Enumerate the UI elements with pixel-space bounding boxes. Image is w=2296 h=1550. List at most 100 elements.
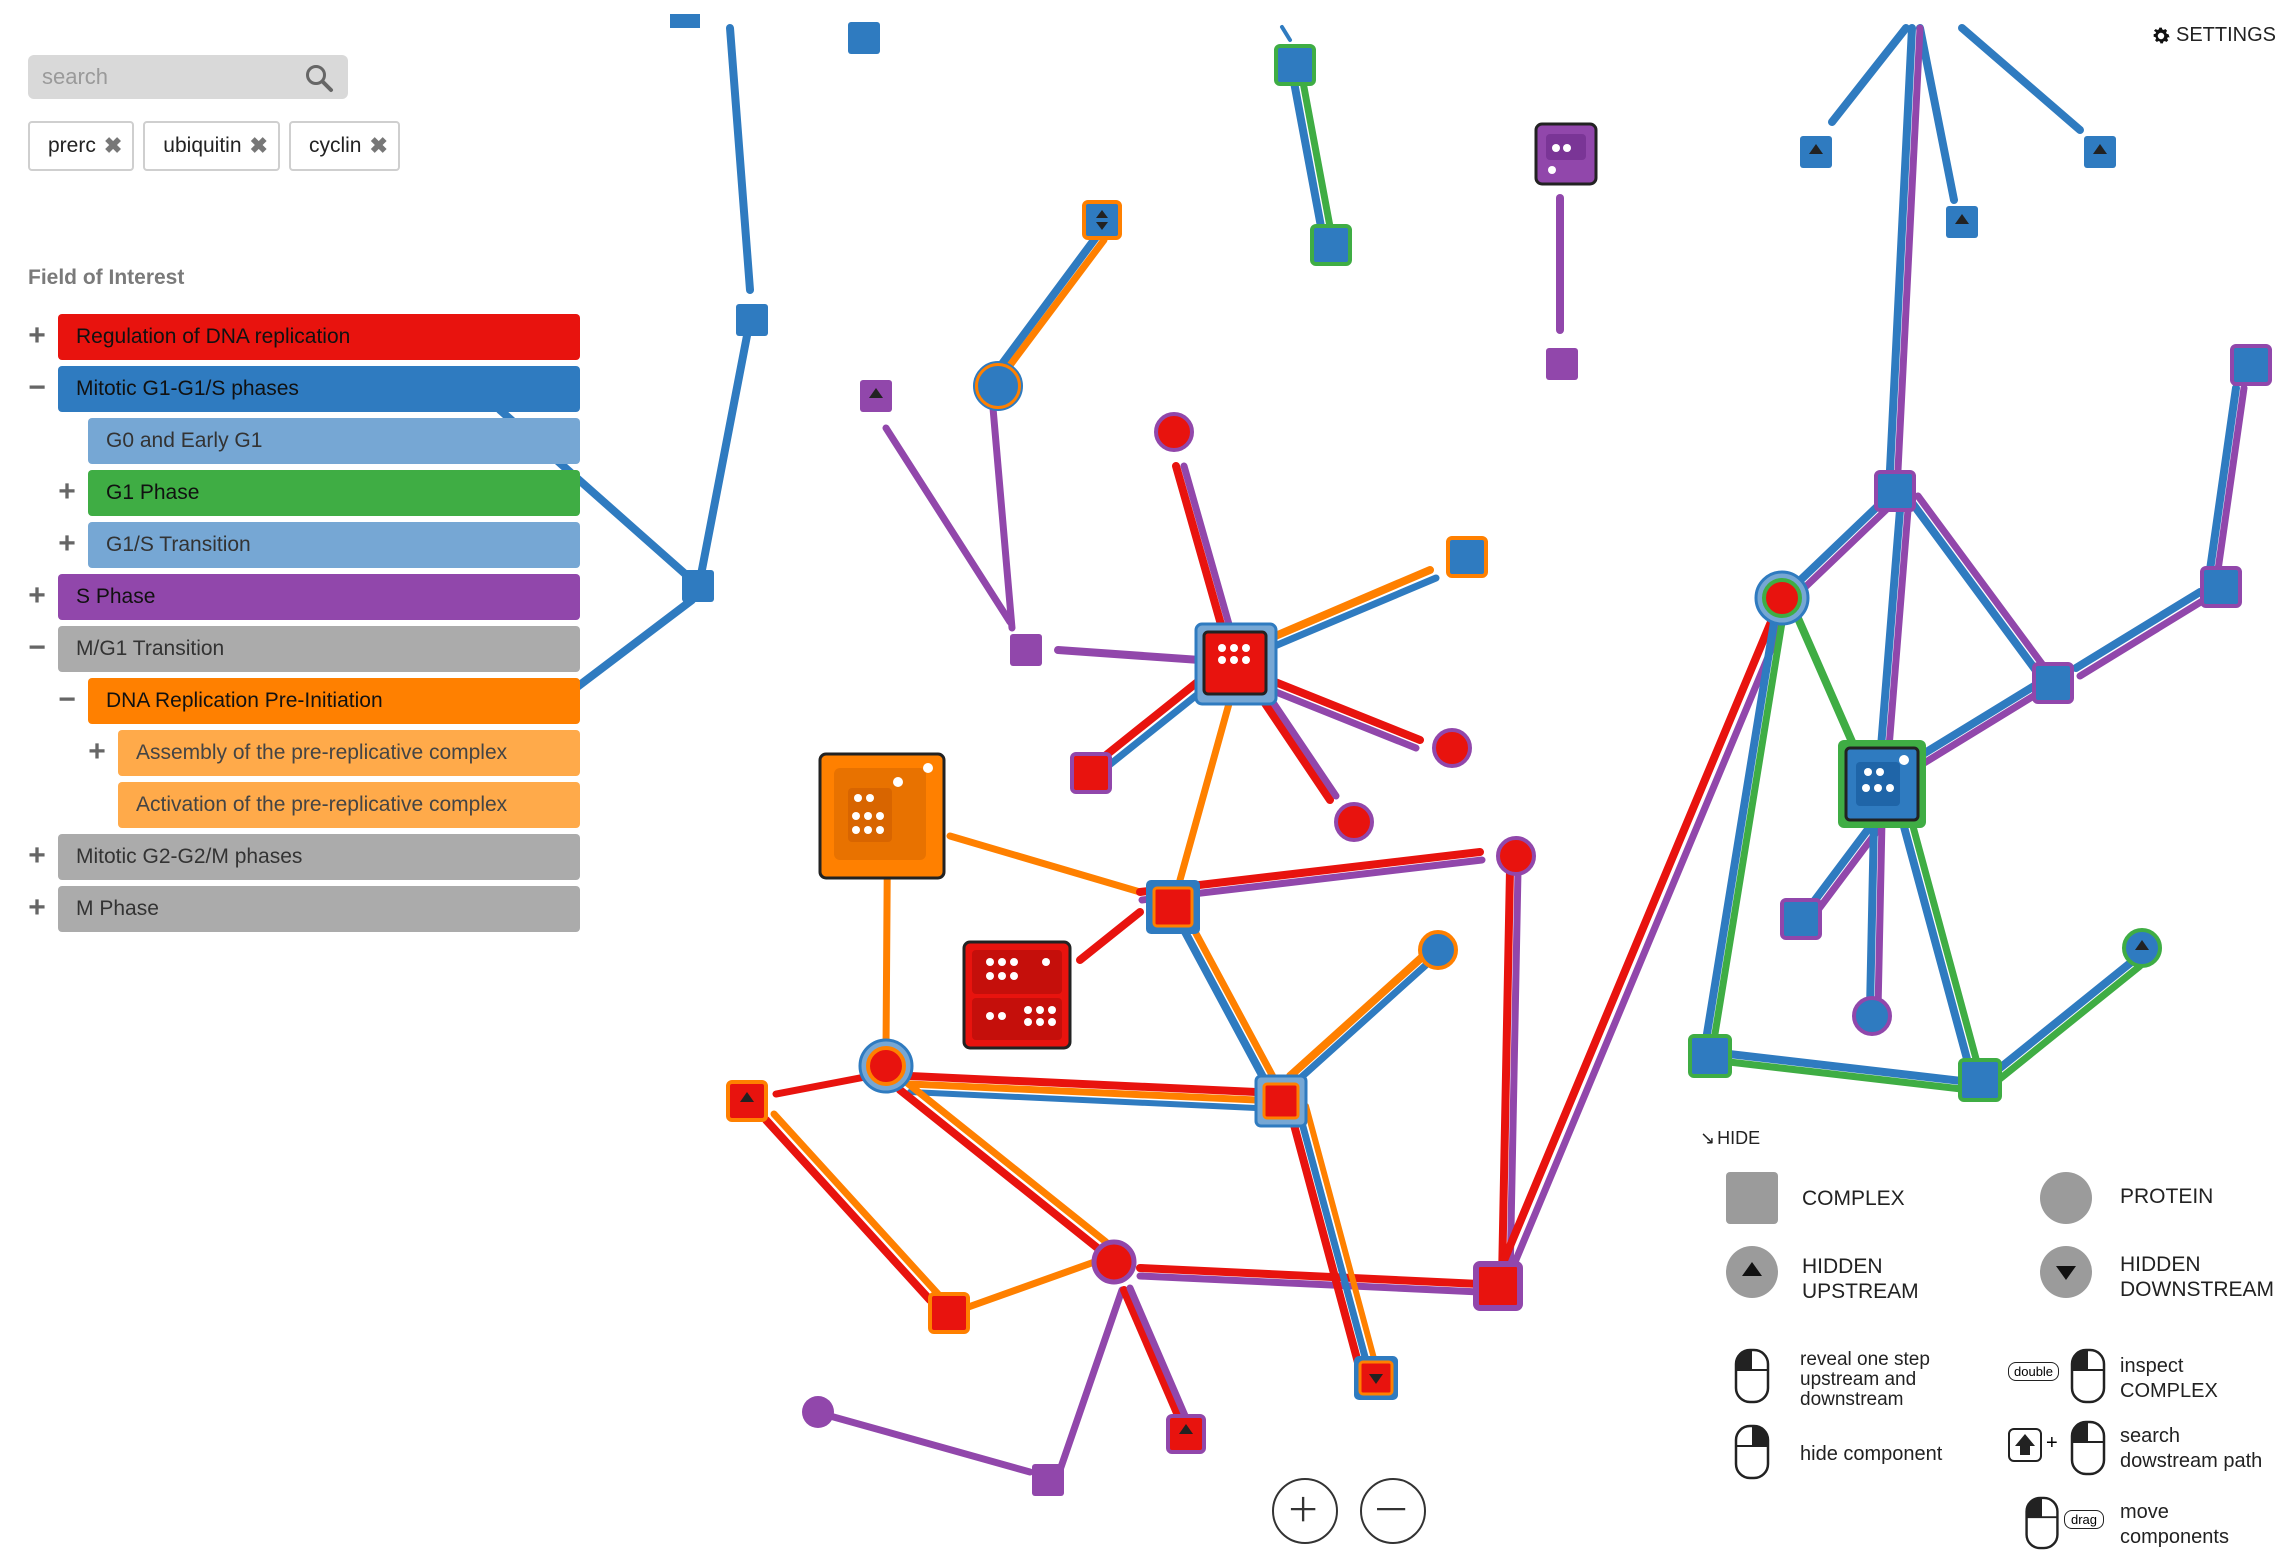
- expand-toggle[interactable]: +: [88, 735, 106, 768]
- protein-node[interactable]: [1154, 412, 1194, 452]
- foi-item-label: G1 Phase: [106, 481, 200, 504]
- protein-node[interactable]: [802, 1396, 834, 1428]
- protein-node[interactable]: [1754, 570, 1810, 626]
- field-of-interest-tree: + Regulation of DNA replication − Mitoti…: [0, 0, 600, 960]
- complex-node[interactable]: [1010, 634, 1042, 666]
- remove-tag-icon[interactable]: ✖: [103, 133, 123, 158]
- complex-node[interactable]: [1274, 44, 1316, 86]
- expand-toggle[interactable]: +: [28, 319, 46, 352]
- foi-item-g0-early-g1[interactable]: G0 and Early G1: [88, 418, 580, 464]
- hidden-upstream-node[interactable]: [860, 380, 892, 412]
- foi-item-activation-pre-replicative[interactable]: Activation of the pre-replicative comple…: [118, 782, 580, 828]
- protein-node[interactable]: [1496, 836, 1536, 876]
- complex-node[interactable]: [1546, 348, 1578, 380]
- settings-button[interactable]: SETTINGS: [2150, 24, 2276, 47]
- hidden-upstream-node[interactable]: [1946, 206, 1978, 238]
- collapse-toggle[interactable]: −: [28, 371, 46, 404]
- remove-tag-icon[interactable]: ✖: [249, 133, 268, 158]
- complex-node[interactable]: [1874, 470, 1916, 512]
- complex-node[interactable]: [1032, 1464, 1064, 1496]
- complex-node[interactable]: [682, 570, 714, 602]
- edge-group-diagonal: [1496, 606, 1790, 1278]
- edge-group-central-hub: [1096, 462, 1440, 884]
- foi-item-mitotic-g1-g1s[interactable]: Mitotic G1-G1/S phases: [58, 366, 580, 412]
- foi-item-m-phase[interactable]: M Phase: [58, 886, 580, 932]
- protein-node[interactable]: [1418, 930, 1458, 970]
- complex-node-purple[interactable]: [1534, 122, 1598, 186]
- foi-item-g1s-transition[interactable]: G1/S Transition: [88, 522, 580, 568]
- complex-node-red[interactable]: [962, 940, 1072, 1050]
- protein-node[interactable]: [1432, 728, 1472, 768]
- expand-toggle[interactable]: +: [58, 527, 76, 560]
- hidden-upstream-node[interactable]: [1166, 1414, 1206, 1454]
- hidden-upstream-node[interactable]: [2084, 136, 2116, 168]
- complex-node[interactable]: [2230, 344, 2272, 386]
- protein-node[interactable]: [1091, 1239, 1137, 1285]
- complex-node[interactable]: [1780, 898, 1822, 940]
- legend-hide-button[interactable]: ↘ HIDE: [1700, 1128, 1760, 1149]
- hidden-upstream-node[interactable]: [2122, 928, 2162, 968]
- foi-item-assembly-pre-replicative[interactable]: Assembly of the pre-replicative complex: [118, 730, 580, 776]
- foi-item-dna-replication-pre-initiation[interactable]: DNA Replication Pre-Initiation: [88, 678, 580, 724]
- search-icon[interactable]: [304, 63, 334, 93]
- edge-group-lower-cluster: [762, 758, 1522, 1476]
- search-tag-label: ubiquitin: [163, 134, 242, 157]
- plus-icon: [1290, 1496, 1316, 1522]
- foi-item-label: Assembly of the pre-replicative complex: [136, 741, 508, 764]
- edge-group-top-center: [1280, 25, 1564, 334]
- expand-toggle[interactable]: +: [28, 891, 46, 924]
- complex-node[interactable]: [1070, 752, 1112, 794]
- foi-item-m-g1-transition[interactable]: M/G1 Transition: [58, 626, 580, 672]
- remove-tag-icon[interactable]: ✖: [369, 133, 388, 158]
- complex-node[interactable]: [928, 1292, 970, 1334]
- search-tag-label: prerc: [48, 134, 96, 157]
- collapse-toggle[interactable]: −: [28, 631, 46, 664]
- search-tag[interactable]: ubiquitin ✖: [143, 121, 280, 171]
- hidden-downstream-node[interactable]: [1354, 1356, 1398, 1400]
- legend-hide-label: HIDE: [1717, 1128, 1761, 1148]
- search-input[interactable]: [28, 55, 292, 99]
- complex-node-hub[interactable]: [1194, 622, 1278, 706]
- expand-toggle[interactable]: +: [28, 579, 46, 612]
- zoom-out-button[interactable]: [1360, 1478, 1426, 1544]
- foi-item-regulation-of-dna-replication[interactable]: Regulation of DNA replication: [58, 314, 580, 360]
- hidden-upstream-node[interactable]: [726, 1080, 768, 1122]
- complex-node[interactable]: [1146, 880, 1200, 934]
- complex-node[interactable]: [2200, 566, 2242, 608]
- hidden-upstream-node[interactable]: [1800, 136, 1832, 168]
- foi-item-label: M/G1 Transition: [76, 637, 225, 660]
- hidden-node[interactable]: [1082, 200, 1122, 240]
- complex-node[interactable]: [1473, 1261, 1523, 1311]
- protein-node[interactable]: [974, 362, 1022, 410]
- search-box[interactable]: [28, 55, 348, 99]
- search-tag[interactable]: prerc ✖: [28, 121, 135, 171]
- protein-node[interactable]: [1852, 996, 1892, 1036]
- complex-node[interactable]: [670, 14, 700, 28]
- protein-node[interactable]: [858, 1038, 914, 1094]
- complex-node[interactable]: [1254, 1074, 1308, 1128]
- foi-item-g1-phase[interactable]: G1 Phase: [88, 470, 580, 516]
- settings-label: SETTINGS: [2175, 24, 2276, 46]
- complex-node-orange[interactable]: [818, 752, 946, 880]
- foi-item-label: S Phase: [76, 585, 156, 608]
- collapse-toggle[interactable]: −: [58, 683, 76, 716]
- foi-item-mitotic-g2-g2m[interactable]: Mitotic G2-G2/M phases: [58, 834, 580, 880]
- expand-toggle[interactable]: +: [58, 475, 76, 508]
- protein-node[interactable]: [1334, 802, 1374, 842]
- search-tag[interactable]: cyclin ✖: [288, 121, 400, 171]
- complex-node[interactable]: [1310, 224, 1352, 266]
- complex-node-blue[interactable]: [1838, 740, 1926, 828]
- field-of-interest-title: Field of Interest: [28, 266, 185, 289]
- foi-item-s-phase[interactable]: S Phase: [58, 574, 580, 620]
- gear-icon: [2153, 27, 2170, 43]
- complex-node[interactable]: [1446, 536, 1488, 578]
- foi-item-label: M Phase: [76, 897, 159, 920]
- complex-node[interactable]: [848, 22, 880, 54]
- zoom-in-button[interactable]: [1272, 1478, 1338, 1544]
- complex-node[interactable]: [2032, 662, 2074, 704]
- complex-node[interactable]: [1688, 1034, 1732, 1078]
- complex-node[interactable]: [736, 304, 768, 336]
- expand-toggle[interactable]: +: [28, 839, 46, 872]
- complex-node[interactable]: [1958, 1058, 2002, 1102]
